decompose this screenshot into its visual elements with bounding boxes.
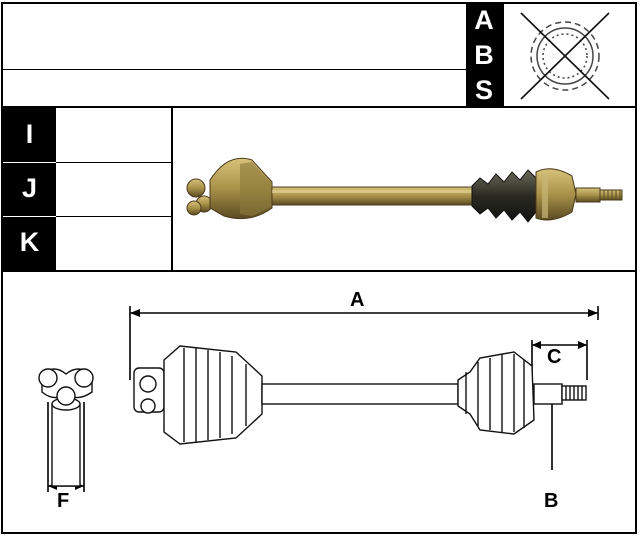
driveshaft-photo [186,157,623,223]
abs-label-column [466,4,502,106]
row-letter-k: K [19,227,40,257]
row-divider-2b [56,216,171,217]
dimension-label-c: C [547,346,562,368]
abs-letter-a: A [474,5,494,35]
dimension-label-f: F [57,490,70,512]
dimension-label-a: A [350,289,365,311]
row-letter-j: J [21,173,38,203]
row-divider-1b [56,162,171,163]
photo-left-divider [171,108,173,271]
ijk-label-column [3,108,56,271]
row-letter-i: I [25,119,34,149]
abs-letter-b: B [474,40,494,70]
abs-ring-crossed-icon [520,12,610,100]
middle-band-bottom-line [3,270,636,272]
dimension-label-b: B [544,490,559,512]
top-left-divider [3,69,466,70]
abs-letter-s: S [474,75,493,105]
abs-icon-divider [502,4,504,106]
top-band-bottom-line [3,106,636,108]
